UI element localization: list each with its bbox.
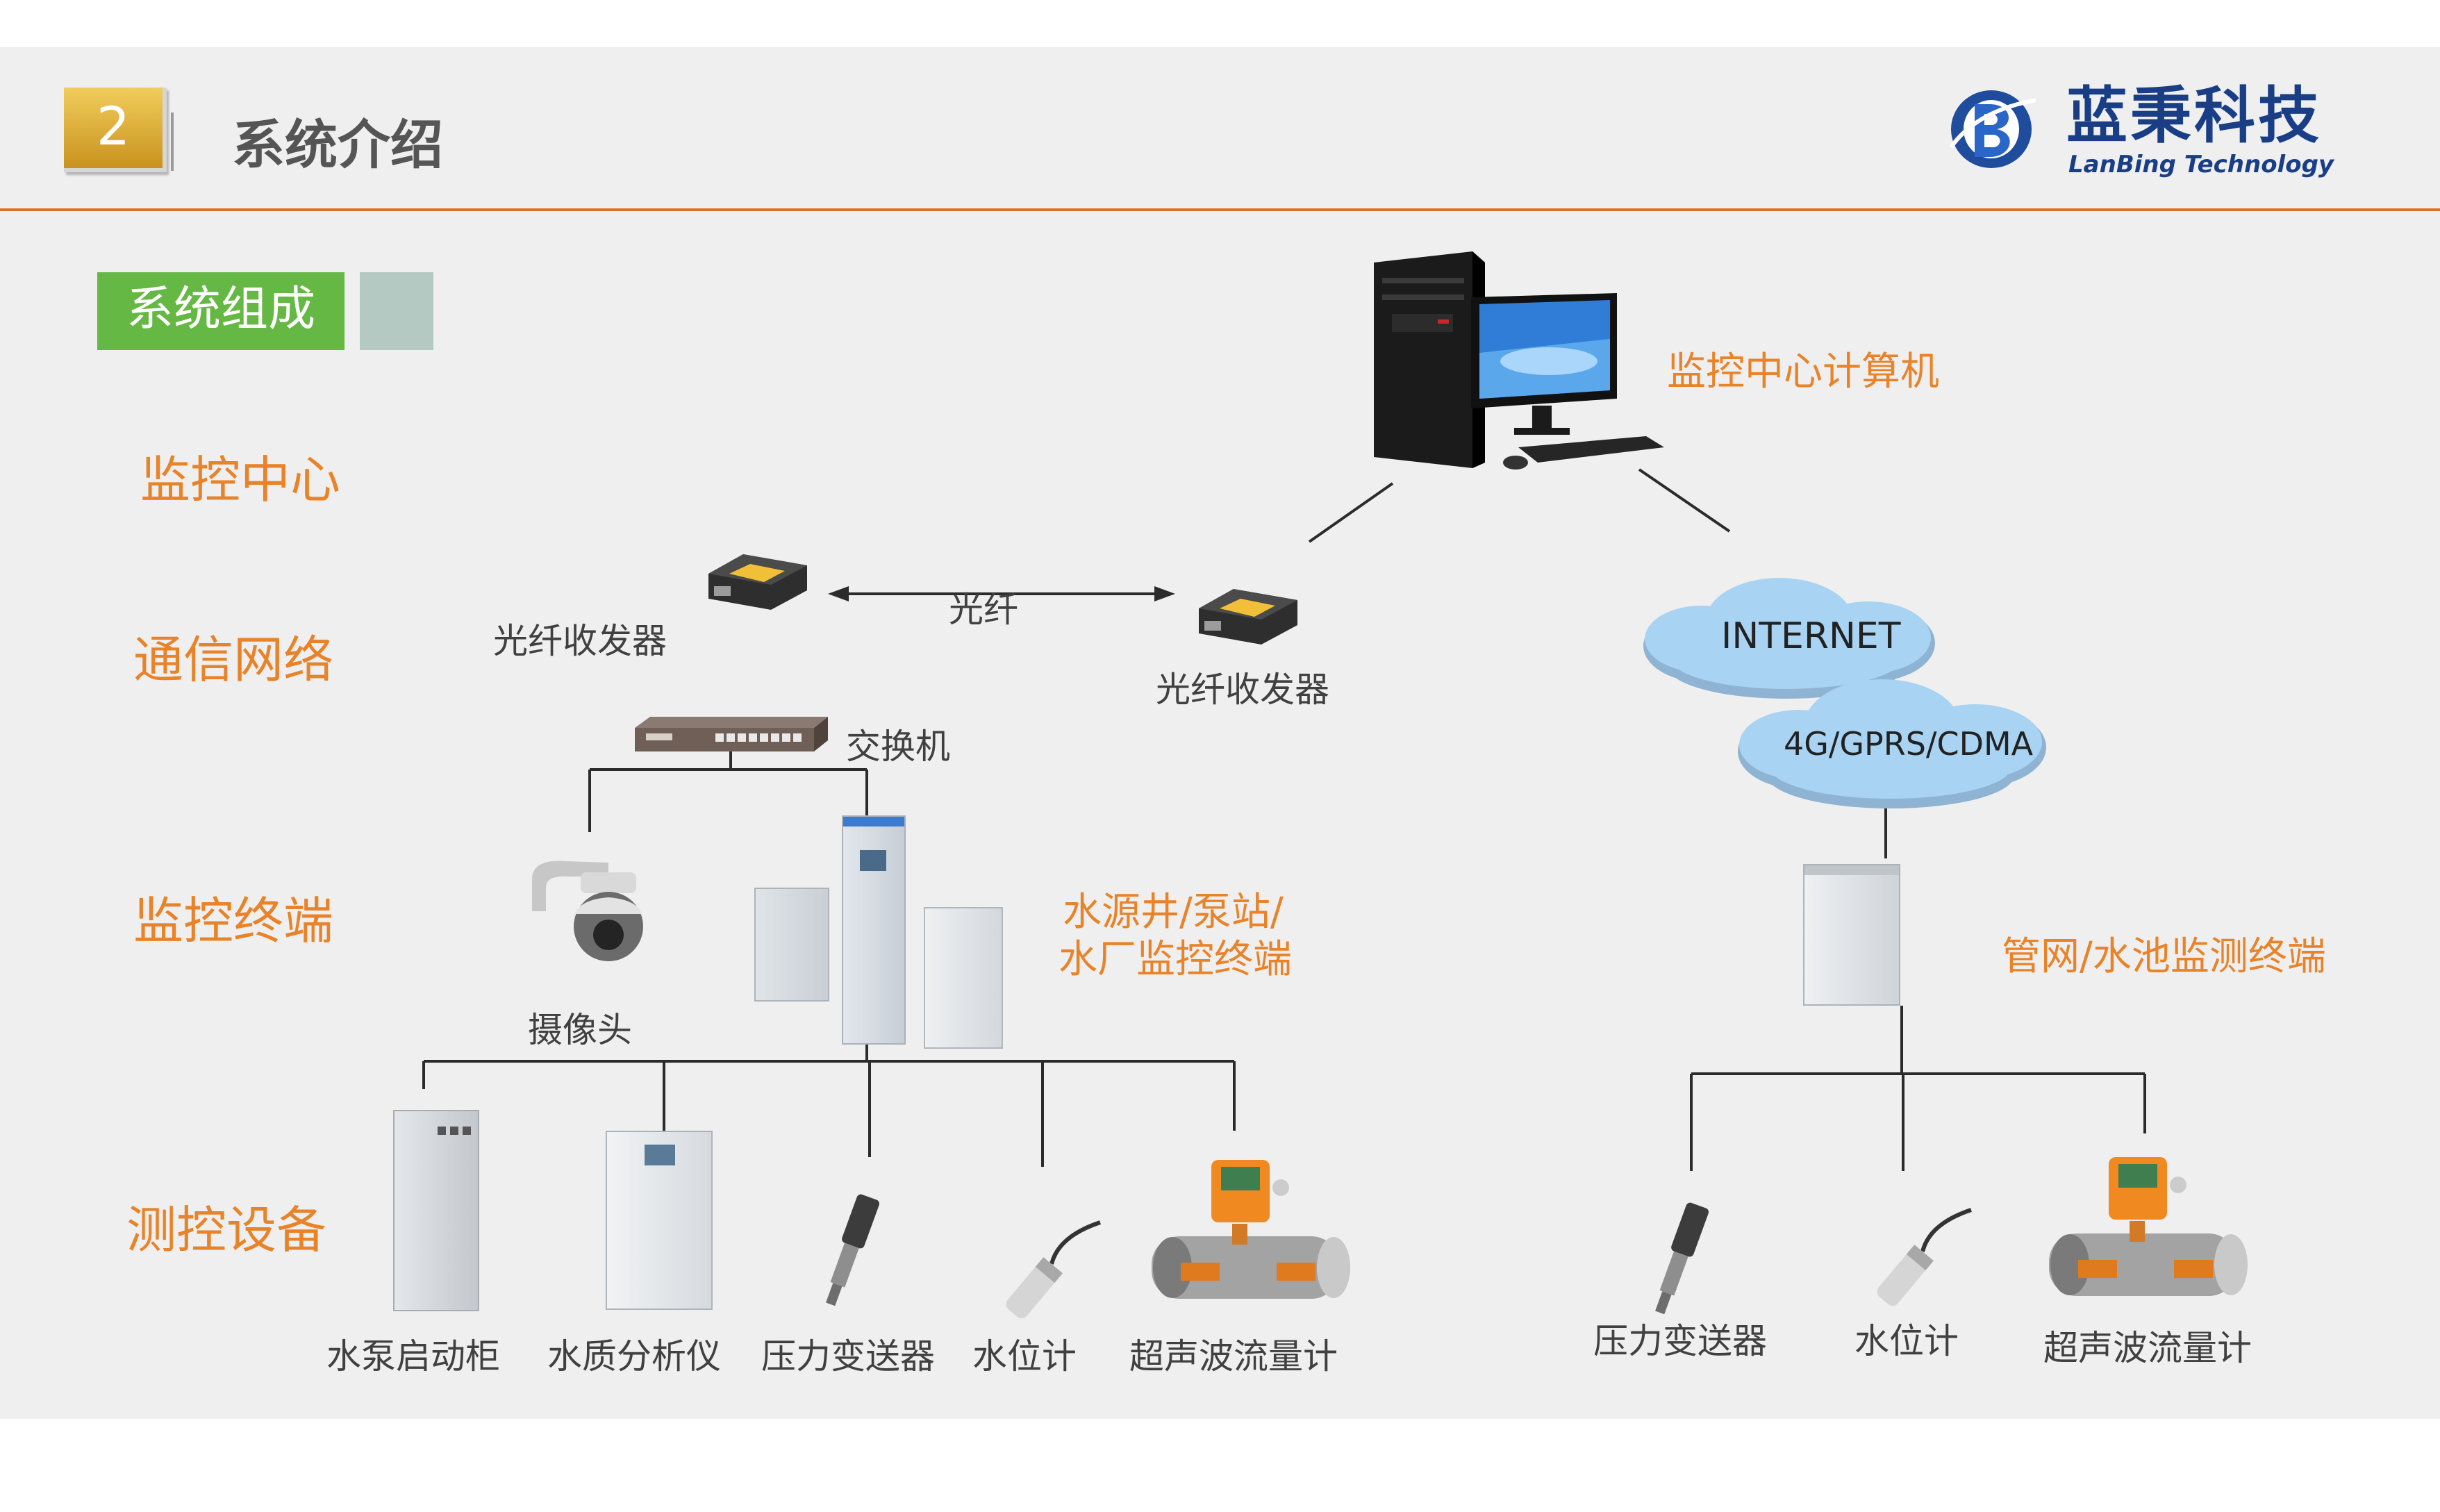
fiber-transceiver-icon (708, 554, 807, 610)
fiber-transceiver-right-label: 光纤收发器 (1156, 670, 1329, 710)
pressure-transmitter-icon (826, 1194, 880, 1306)
water-source-terminal-label-line2: 水厂监控终端 (1059, 937, 1292, 982)
dome-camera-icon (532, 861, 643, 961)
section-tag-label: 系统组成 (126, 282, 315, 337)
device-left-label-pressure-transmitter: 压力变送器 (761, 1336, 935, 1377)
cloud-wireless-label: 4G/GPRS/CDMA (1784, 725, 2034, 763)
section-number: 2 (96, 95, 131, 157)
fiber-transceiver-left-label: 光纤收发器 (493, 621, 667, 661)
layer-label-communication-network: 通信网络 (133, 631, 334, 689)
device-left-label-pump-cabinet: 水泵启动柜 (326, 1336, 500, 1377)
fiber-link-label: 光纤 (949, 590, 1018, 630)
brand-logo-icon (1949, 90, 2036, 168)
cloud-internet-label: INTERNET (1721, 615, 1901, 657)
brand-subtitle: LanBing Technology (2068, 151, 2334, 178)
ultrasonic-flowmeter-icon (2049, 1157, 2248, 1296)
water-quality-analyzer-icon (606, 1131, 713, 1310)
camera-label: 摄像头 (528, 1010, 632, 1050)
control-cabinet-icon (842, 815, 906, 1045)
ultrasonic-flowmeter-icon (1152, 1160, 1350, 1299)
layer-label-monitoring-terminal: 监控终端 (133, 892, 334, 950)
level-gauge-icon (1877, 1208, 1972, 1306)
device-right-label-pressure-transmitter: 压力变送器 (1593, 1321, 1767, 1361)
device-right-label-level-gauge: 水位计 (1854, 1321, 1959, 1361)
device-left-label-water-quality-analyzer: 水质分析仪 (547, 1336, 721, 1377)
control-cabinet-icon (924, 907, 1003, 1049)
cloud-icon (1738, 679, 2046, 808)
header-accent-line (0, 208, 2440, 211)
device-left-label-flowmeter: 超声波流量计 (1129, 1336, 1338, 1377)
page-title: 系统介绍 (232, 114, 443, 176)
water-source-terminal-label-line1: 水源井/泵站/ (1063, 890, 1284, 935)
level-gauge-icon (1006, 1220, 1101, 1319)
cloud-icon (1643, 578, 1935, 699)
section-tag: 系统组成 (97, 272, 345, 350)
monitoring-computer-label: 监控中心计算机 (1667, 349, 1939, 394)
slide: 2 系统介绍 蓝秉科技 LanBing Technology 系统组成 监控中心… (0, 47, 2440, 1419)
network-switch-icon (635, 717, 828, 751)
layer-label-field-devices: 测控设备 (126, 1201, 327, 1259)
device-left-label-level-gauge: 水位计 (972, 1336, 1077, 1377)
pipe-network-terminal-label: 管网/水池监测终端 (2002, 934, 2326, 979)
device-right-label-flowmeter: 超声波流量计 (2043, 1328, 2252, 1368)
title-divider (171, 113, 174, 171)
pump-start-cabinet-icon (393, 1110, 479, 1311)
brand-name: 蓝秉科技 (2066, 80, 2323, 151)
control-cabinet-icon (1803, 864, 1900, 1006)
section-number-badge: 2 (64, 88, 167, 172)
control-cabinet-icon (754, 888, 829, 1002)
layer-label-monitoring-center: 监控中心 (140, 451, 341, 509)
fiber-transceiver-icon (1199, 589, 1297, 645)
section-tag-swatch (360, 272, 433, 350)
switch-label: 交换机 (846, 726, 950, 767)
pressure-transmitter-icon (1655, 1202, 1709, 1315)
desktop-computer-icon (1374, 251, 1664, 470)
